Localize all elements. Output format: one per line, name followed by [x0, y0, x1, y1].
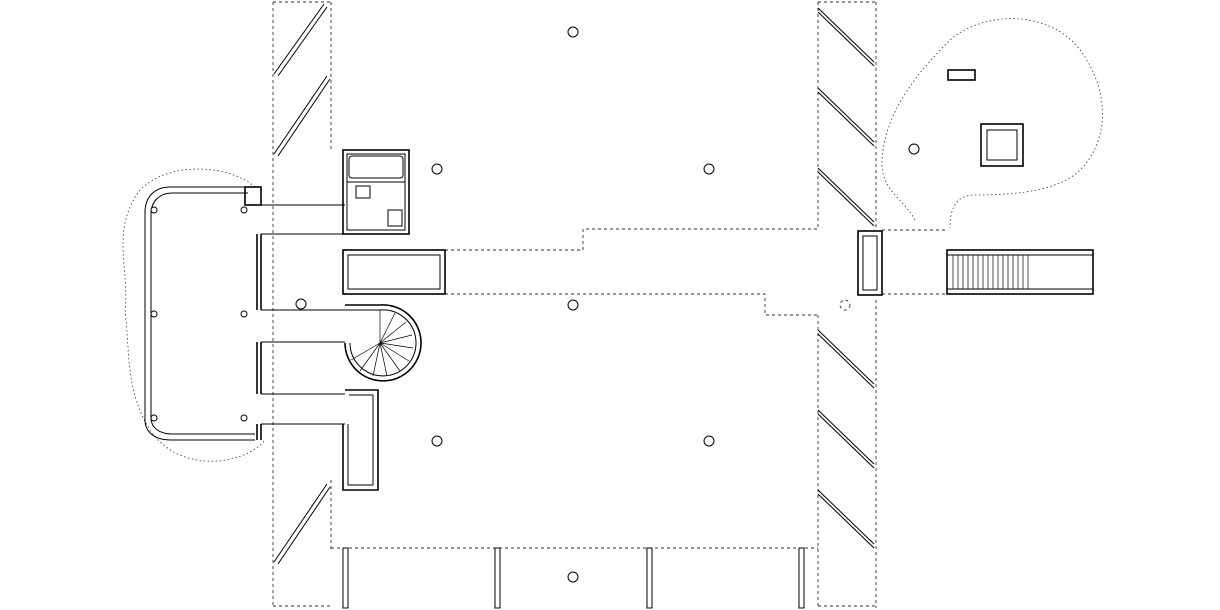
- ramp-fins-right: [817, 7, 875, 549]
- terrace-post: [150, 310, 158, 318]
- column: [703, 435, 715, 447]
- columns: [295, 26, 920, 583]
- column-hidden: [839, 299, 851, 311]
- spiral-stair: [344, 304, 422, 382]
- stair-treads: [952, 255, 1029, 289]
- facade-blades: [342, 547, 805, 609]
- column: [703, 163, 715, 175]
- left-ramp-band: [272, 1, 332, 608]
- column: [908, 143, 920, 155]
- terrace-post: [150, 414, 158, 422]
- terrace-post: [240, 206, 248, 214]
- terrace-post: [150, 206, 158, 214]
- toilet: [355, 185, 371, 199]
- column: [567, 571, 579, 583]
- column: [295, 298, 307, 310]
- sink: [387, 209, 403, 227]
- ramp-fins-left: [273, 3, 331, 565]
- l-shaped-wall: [342, 389, 379, 491]
- straight-stair: [946, 249, 1094, 295]
- floor-plate-outline: [331, 228, 818, 549]
- garden: [881, 18, 1103, 229]
- right-corridor: [882, 229, 948, 295]
- spiral-treads: [350, 310, 414, 377]
- bridges: [261, 204, 345, 425]
- column: [567, 299, 579, 311]
- storage-box: [342, 249, 446, 295]
- terrace-post: [240, 310, 248, 318]
- bathroom-pod: [342, 149, 410, 235]
- left-terrace: [122, 168, 266, 462]
- bathtub: [348, 155, 404, 179]
- right-box: [857, 230, 883, 296]
- column: [431, 435, 443, 447]
- column: [567, 26, 579, 38]
- terrace-post: [240, 414, 248, 422]
- planter: [980, 123, 1024, 167]
- right-ramp-band: [817, 1, 877, 608]
- column: [431, 163, 443, 175]
- garden-bench: [947, 69, 976, 81]
